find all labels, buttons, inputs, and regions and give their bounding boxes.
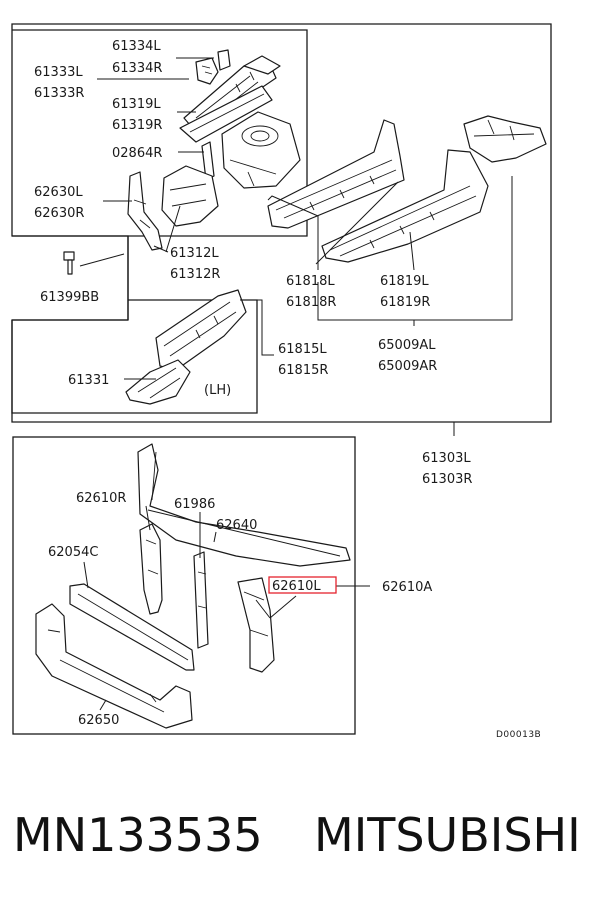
leader-lines	[79, 57, 513, 711]
label-02864R: 02864R	[112, 146, 162, 161]
label-65009AL: 65009AL	[378, 338, 436, 353]
part-02864-drawing	[201, 141, 215, 181]
label-62630R: 62630R	[34, 206, 84, 221]
part-62610L-drawing	[237, 577, 275, 673]
lower-left-box	[12, 236, 129, 321]
part-61334-drawing	[195, 49, 231, 85]
label-61819L: 61819L	[380, 274, 429, 289]
part-65009-drawing	[463, 115, 547, 163]
brand-name: MITSUBISHI	[314, 808, 581, 862]
label-61986: 61986	[174, 497, 215, 512]
part-61399-drawing	[63, 251, 75, 275]
label-61303R: 61303R	[422, 472, 472, 487]
label-61331: 61331	[68, 373, 109, 388]
part-61815-drawing	[155, 289, 247, 371]
label-61399BB: 61399BB	[40, 290, 99, 305]
label-61334L: 61334L	[112, 39, 161, 54]
label-61303L: 61303L	[422, 451, 471, 466]
label-61334R: 61334R	[112, 61, 162, 76]
label-62054C: 62054C	[48, 545, 98, 560]
label-61312R: 61312R	[170, 267, 220, 282]
part-62650-drawing	[35, 603, 193, 729]
part-number: MN133535	[13, 808, 263, 862]
part-61986-drawing	[193, 551, 209, 649]
part-61331-drawing	[125, 359, 191, 405]
label-61333R: 61333R	[34, 86, 84, 101]
part-shock-tower-drawing	[221, 111, 301, 189]
label-61333L: 61333L	[34, 65, 83, 80]
label-61312L: 61312L	[170, 246, 219, 261]
part-61312-drawing	[161, 165, 219, 227]
label-61818R: 61818R	[286, 295, 336, 310]
label-62610A: 62610A	[382, 580, 432, 595]
label-62640: 62640	[216, 518, 257, 533]
label-61819R: 61819R	[380, 295, 430, 310]
part-61819-drawing	[321, 149, 489, 263]
label-62630L: 62630L	[34, 185, 83, 200]
label-lh-note: (LH)	[204, 383, 231, 398]
part-62630-drawing	[127, 171, 163, 251]
part-62054C-drawing	[69, 583, 195, 671]
footer: MN133535 MITSUBISHI	[0, 808, 600, 868]
label-61815R: 61815R	[278, 363, 328, 378]
parts-diagram: 61334L 61334R 61333L 61333R 61319L 61319…	[11, 23, 552, 740]
diagram-code: D00013B	[496, 730, 541, 740]
label-61319L: 61319L	[112, 97, 161, 112]
label-65009AR: 65009AR	[378, 359, 437, 374]
highlight-62610L	[268, 576, 337, 594]
label-62610L: 62610L	[272, 579, 321, 594]
label-61319R: 61319R	[112, 118, 162, 133]
part-62610R-drawing	[139, 523, 163, 615]
label-61815L: 61815L	[278, 342, 327, 357]
part-61818-drawing	[267, 119, 405, 229]
part-62640-drawing	[137, 443, 351, 567]
label-62610R: 62610R	[76, 491, 126, 506]
part-61319-drawing	[179, 85, 273, 143]
label-61818L: 61818L	[286, 274, 335, 289]
label-62650: 62650	[78, 713, 119, 728]
